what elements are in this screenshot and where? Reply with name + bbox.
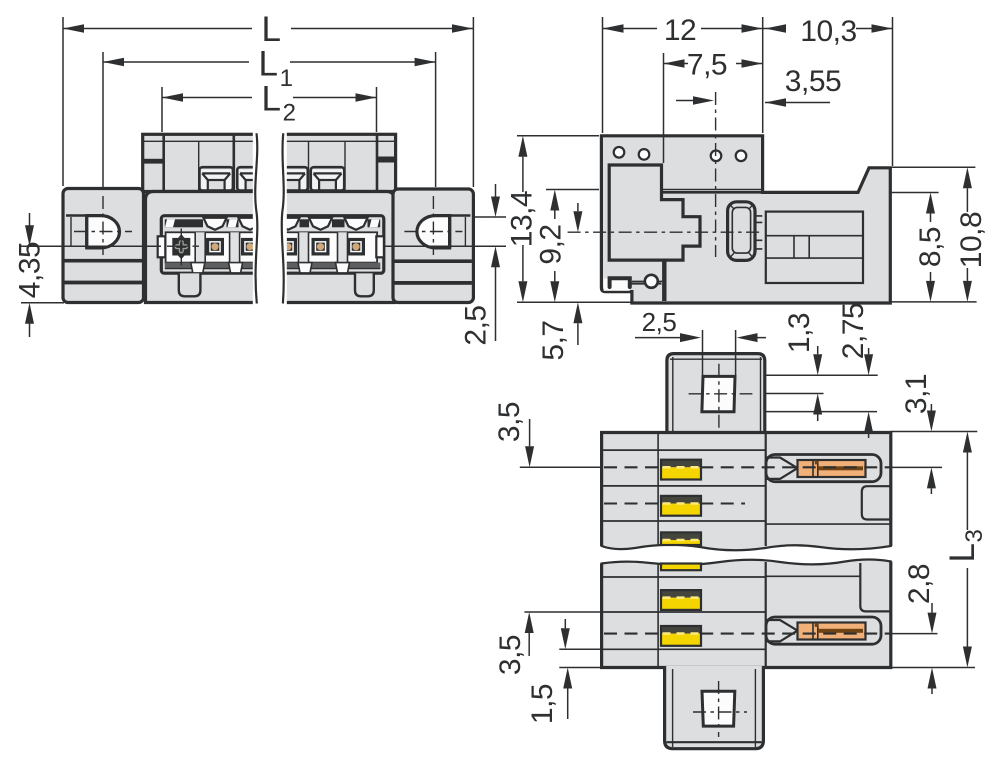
svg-text:3,1: 3,1 <box>900 374 933 414</box>
svg-text:9,2: 9,2 <box>535 224 568 264</box>
svg-text:10,3: 10,3 <box>800 15 856 48</box>
svg-text:2,5: 2,5 <box>642 307 677 337</box>
svg-text:1,5: 1,5 <box>526 684 559 724</box>
svg-text:13,4: 13,4 <box>506 191 539 247</box>
svg-text:1,3: 1,3 <box>783 313 816 353</box>
svg-text:2,75: 2,75 <box>837 303 870 359</box>
svg-text:4,35: 4,35 <box>14 242 47 298</box>
svg-text:L: L <box>262 80 281 119</box>
svg-text:1: 1 <box>280 65 293 92</box>
svg-text:10,8: 10,8 <box>955 212 988 268</box>
svg-text:3: 3 <box>961 529 988 542</box>
svg-text:3,55: 3,55 <box>785 65 841 98</box>
svg-text:L: L <box>943 543 982 562</box>
svg-text:3,5: 3,5 <box>493 402 526 442</box>
svg-text:2: 2 <box>283 100 296 127</box>
svg-text:L: L <box>259 45 278 84</box>
svg-text:L: L <box>262 10 281 49</box>
svg-text:2,5: 2,5 <box>460 305 493 345</box>
svg-text:3,5: 3,5 <box>494 635 527 675</box>
svg-text:8,5: 8,5 <box>914 227 947 267</box>
svg-text:2,8: 2,8 <box>903 564 936 604</box>
svg-text:5,7: 5,7 <box>537 320 570 360</box>
svg-text:7,5: 7,5 <box>687 49 727 82</box>
svg-text:12: 12 <box>664 14 696 47</box>
